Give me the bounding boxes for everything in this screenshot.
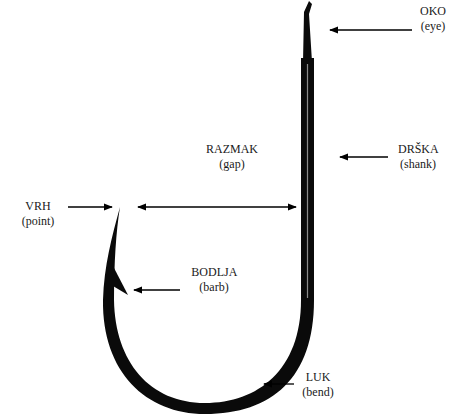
part-label: LUK (bend)	[302, 370, 333, 400]
part-label: VRH (point)	[22, 199, 55, 229]
leader-arrows	[68, 30, 412, 384]
part-label: RAZMAK (gap)	[206, 142, 258, 172]
bend-arrow	[264, 383, 294, 384]
shank-highlight	[307, 64, 308, 298]
hook-eye	[303, 1, 312, 62]
eye-arrow	[330, 29, 412, 30]
part-label: DRŠKA (shank)	[398, 142, 438, 172]
barb-arrow	[134, 289, 180, 290]
point-arrow	[68, 206, 112, 207]
shank-arrow	[340, 156, 388, 157]
part-label: OKO (eye)	[420, 4, 446, 34]
gap-arrow	[138, 206, 296, 207]
part-label: BODLJA (barb)	[191, 265, 236, 295]
hook-barb	[113, 266, 128, 295]
hook-body	[103, 58, 314, 414]
